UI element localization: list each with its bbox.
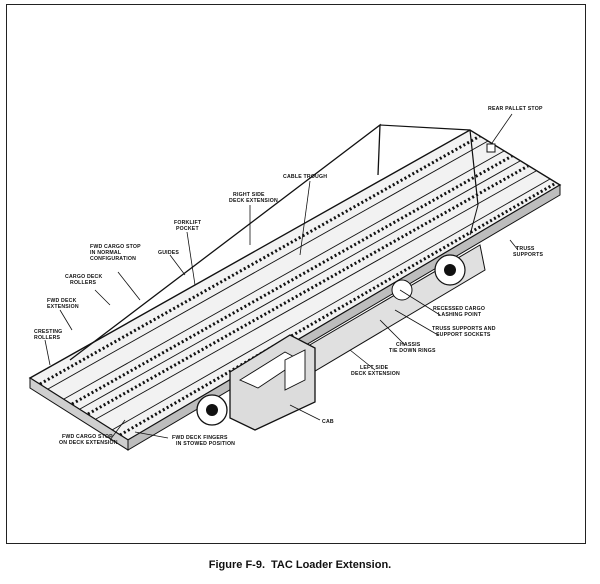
- caption-title: TAC Loader Extension.: [271, 559, 392, 571]
- label-cab: CAB: [322, 419, 334, 425]
- label-forklift-2: POCKET: [176, 226, 199, 232]
- label-fwd-cargo-stop-2: IN NORMAL: [90, 250, 122, 256]
- label-fwd-fingers-2: IN STOWED POSITION: [176, 441, 235, 447]
- figure-caption: Figure F-9. TAC Loader Extension.: [0, 559, 600, 571]
- label-truss-1: TRUSS: [516, 246, 535, 252]
- label-cargo-deck-2: ROLLERS: [70, 280, 97, 286]
- label-left-side-1: LEFT SIDE: [360, 365, 389, 371]
- label-fwd-stop-deck-2: ON DECK EXTENSION: [59, 440, 118, 446]
- label-truss-sockets-1: TRUSS SUPPORTS AND: [432, 326, 496, 332]
- label-fwd-deck-2: EXTENSION: [47, 304, 79, 310]
- label-chassis-1: CHASSIS: [396, 342, 421, 348]
- label-cable-trough: CABLE TROUGH: [283, 174, 327, 180]
- label-fwd-cargo-stop-3: CONFIGURATION: [90, 256, 136, 262]
- label-fwd-stop-deck-1: FWD CARGO STOP: [62, 434, 113, 440]
- label-truss-2: SUPPORTS: [513, 252, 543, 258]
- label-cresting-2: ROLLERS: [34, 335, 61, 341]
- label-right-side-1: RIGHT SIDE: [233, 192, 265, 198]
- truss-supports: [69, 123, 479, 361]
- label-cresting-1: CRESTING: [34, 329, 62, 335]
- label-chassis-2: TIE DOWN RINGS: [389, 348, 436, 354]
- label-cargo-deck-1: CARGO DECK: [65, 274, 103, 280]
- cab: [196, 334, 316, 431]
- rear-pallet-stop-mark: [486, 143, 496, 153]
- label-fwd-cargo-stop-1: FWD CARGO STOP: [90, 244, 141, 250]
- label-recessed-1: RECESSED CARGO: [433, 306, 485, 312]
- leader-lines: [44, 113, 519, 441]
- label-fwd-fingers-1: FWD DECK FINGERS: [172, 435, 228, 441]
- label-recessed-2: LASHING POINT: [438, 312, 482, 318]
- label-left-side-2: DECK EXTENSION: [351, 371, 400, 377]
- label-fwd-deck-1: FWD DECK: [47, 298, 77, 304]
- label-right-side-2: DECK EXTENSION: [229, 198, 278, 204]
- cargo-deck-rollers: [39, 134, 557, 437]
- label-rear-pallet-stop: REAR PALLET STOP: [488, 106, 543, 112]
- label-truss-sockets-2: SUPPORT SOCKETS: [436, 332, 491, 338]
- label-guides: GUIDES: [158, 250, 179, 256]
- caption-figure-number: Figure F-9.: [208, 559, 266, 571]
- label-forklift-1: FORKLIFT: [174, 220, 202, 226]
